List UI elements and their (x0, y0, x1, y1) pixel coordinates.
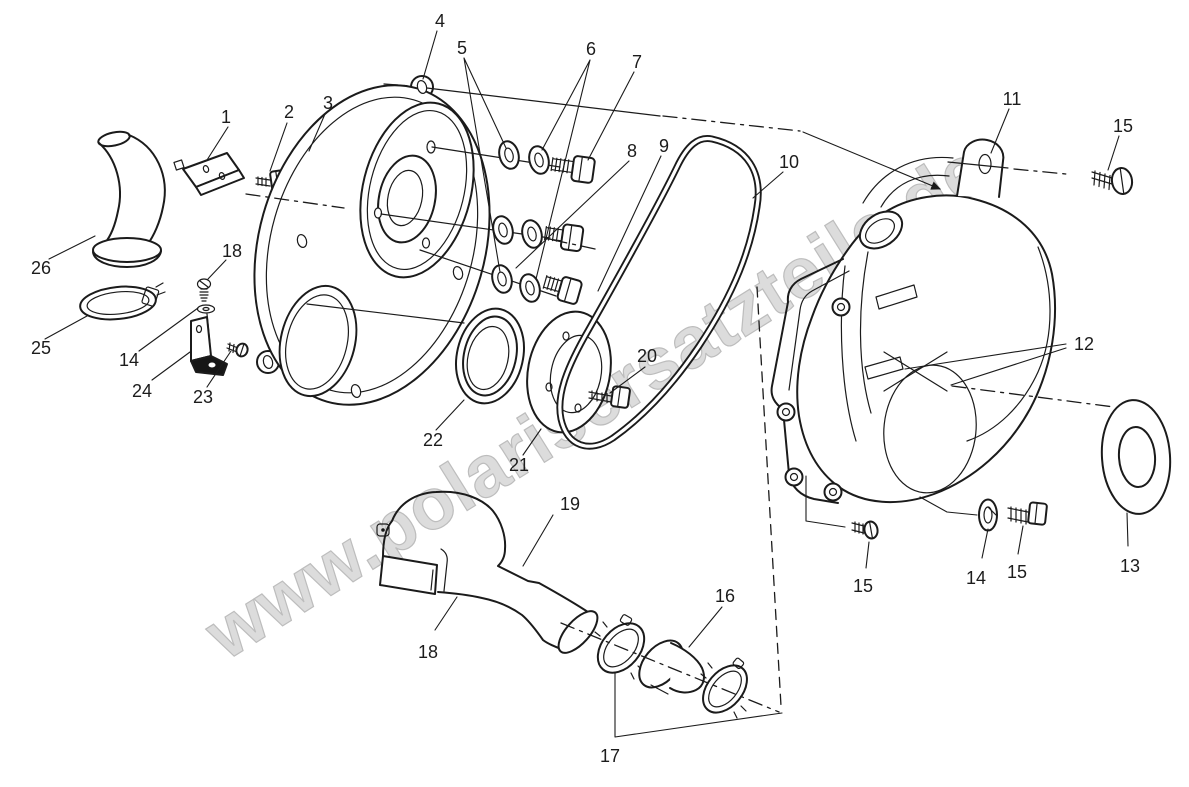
callout-14-left: 14 (119, 350, 139, 370)
callout-4: 4 (435, 11, 445, 31)
bolt-part20 (588, 385, 631, 409)
callout-1: 1 (221, 107, 231, 127)
callout-16: 16 (715, 586, 735, 606)
callout-26: 26 (31, 258, 51, 278)
callout-24: 24 (132, 381, 152, 401)
seal-rings-22 (306, 303, 525, 405)
callout-13: 13 (1120, 556, 1140, 576)
callout-7: 7 (632, 52, 642, 72)
air-duct (376, 490, 599, 654)
callout-6: 6 (586, 39, 596, 59)
callout-8: 8 (627, 141, 637, 161)
screw-18-top (196, 278, 216, 345)
drive-belt (556, 134, 762, 450)
callout-17: 17 (600, 746, 620, 766)
callout-labels: 1 2 3 4 5 6 7 8 9 10 11 15 12 13 14 15 1… (31, 11, 1140, 766)
callout-15-bottom-left: 15 (853, 576, 873, 596)
callout-25: 25 (31, 338, 51, 358)
callout-9: 9 (659, 136, 669, 156)
hardware-row-3 (419, 249, 583, 305)
inner-cover-plate (253, 75, 491, 406)
mounting-bracket (173, 152, 245, 196)
callout-18-bottom: 18 (418, 642, 438, 662)
callout-18-top: 18 (222, 241, 242, 261)
hardware-row-2 (380, 213, 601, 253)
seal-ring-13 (1100, 399, 1172, 515)
callout-3: 3 (323, 93, 333, 113)
line-art (44, 30, 1172, 738)
callout-21: 21 (509, 455, 529, 475)
callout-22: 22 (423, 430, 443, 450)
callout-12: 12 (1074, 334, 1094, 354)
callout-14-bottom: 14 (966, 568, 986, 588)
intake-elbow-duct (92, 130, 166, 268)
axis-lines (245, 83, 1115, 713)
callout-15-bottom-right: 15 (1007, 562, 1027, 582)
callout-10: 10 (779, 152, 799, 172)
bolt-part23 (226, 342, 249, 358)
callout-5: 5 (457, 38, 467, 58)
callout-23: 23 (193, 387, 213, 407)
callout-19: 19 (560, 494, 580, 514)
callout-15-top: 15 (1113, 116, 1133, 136)
leader-lines (44, 30, 1129, 738)
hose-clamp (79, 282, 166, 321)
clamp-ring-17b (700, 657, 748, 719)
callout-2: 2 (284, 102, 294, 122)
screw-15-top-right (1091, 167, 1134, 195)
callout-11: 11 (1003, 89, 1022, 109)
screw-15-bottom-left (851, 520, 879, 540)
outer-clutch-cover (770, 138, 1057, 504)
callout-20: 20 (637, 346, 657, 366)
